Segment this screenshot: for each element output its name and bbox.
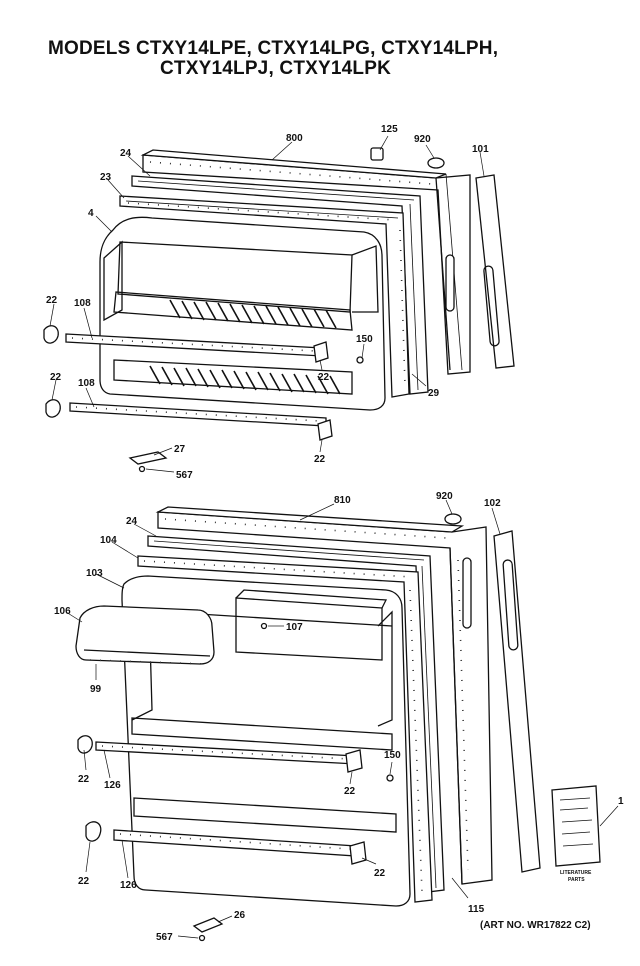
callout-150-upper: 150 — [356, 334, 373, 345]
end-cap-22-a — [43, 325, 59, 344]
callout-106: 106 — [54, 606, 71, 617]
callout-4: 4 — [88, 208, 94, 219]
callout-99: 99 — [90, 684, 102, 695]
literature-label: LITERATURE — [560, 870, 592, 876]
callout-24-upper: 24 — [120, 148, 132, 159]
callout-22-d: 22 — [314, 454, 326, 465]
callout-107: 107 — [286, 622, 303, 633]
callout-104: 104 — [100, 535, 117, 546]
callout-800: 800 — [286, 133, 303, 144]
callout-22-g: 22 — [78, 876, 90, 887]
title-line-1: MODELS CTXY14LPE, CTXY14LPG, CTXY14LPH, — [48, 38, 499, 59]
callout-22-c: 22 — [50, 372, 62, 383]
callout-126-lower: 126 — [120, 880, 137, 891]
bracket-22-d — [317, 419, 333, 441]
fresh-food-door-assembly: LITERATURE PARTS — [75, 506, 601, 942]
callout-126-upper: 126 — [104, 780, 121, 791]
callout-567-upper: 567 — [176, 470, 193, 481]
parts-label: PARTS — [568, 877, 585, 883]
title-line-2: CTXY14LPJ, CTXY14LPK — [160, 58, 392, 79]
callout-22-f: 22 — [344, 786, 356, 797]
art-number: (ART NO. WR17822 C2) — [480, 920, 591, 931]
callout-22-a: 22 — [46, 295, 58, 306]
bracket-22-h — [349, 841, 367, 865]
callout-102: 102 — [484, 498, 501, 509]
callout-labels: 800 125 920 101 24 23 4 22 108 150 22 29… — [46, 124, 624, 943]
callout-920-upper: 920 — [414, 134, 431, 145]
callout-22-h: 22 — [374, 868, 386, 879]
shelf-bar-108-lower — [69, 402, 327, 427]
handle-101 — [475, 174, 515, 369]
callout-24-lower: 24 — [126, 516, 138, 527]
callout-101: 101 — [472, 144, 489, 155]
callout-26: 26 — [234, 910, 246, 921]
callout-115: 115 — [468, 904, 485, 915]
callout-103: 103 — [86, 568, 103, 579]
end-cap-22-g — [85, 821, 102, 842]
dairy-door-106 — [75, 605, 215, 665]
callout-108-upper: 108 — [74, 298, 91, 309]
callout-125: 125 — [381, 124, 398, 135]
bracket-22-c — [313, 341, 329, 363]
callout-22-b: 22 — [318, 372, 330, 383]
handle-102 — [493, 530, 541, 873]
callout-108-lower: 108 — [78, 378, 95, 389]
end-cap-22-b — [45, 399, 61, 418]
bracket-22-f — [345, 749, 363, 773]
end-cap-22-e — [77, 735, 93, 754]
literature-booklet: LITERATURE PARTS — [551, 785, 601, 883]
callout-22-e: 22 — [78, 774, 90, 785]
callout-150-lower: 150 — [384, 750, 401, 761]
callout-27: 27 — [174, 444, 186, 455]
callout-567-lower: 567 — [156, 932, 173, 943]
freezer-door-assembly — [43, 147, 515, 473]
callout-1: 1 — [618, 796, 624, 807]
callout-920-lower: 920 — [436, 491, 453, 502]
callout-810: 810 — [334, 495, 351, 506]
callout-29: 29 — [428, 388, 440, 399]
callout-23: 23 — [100, 172, 112, 183]
